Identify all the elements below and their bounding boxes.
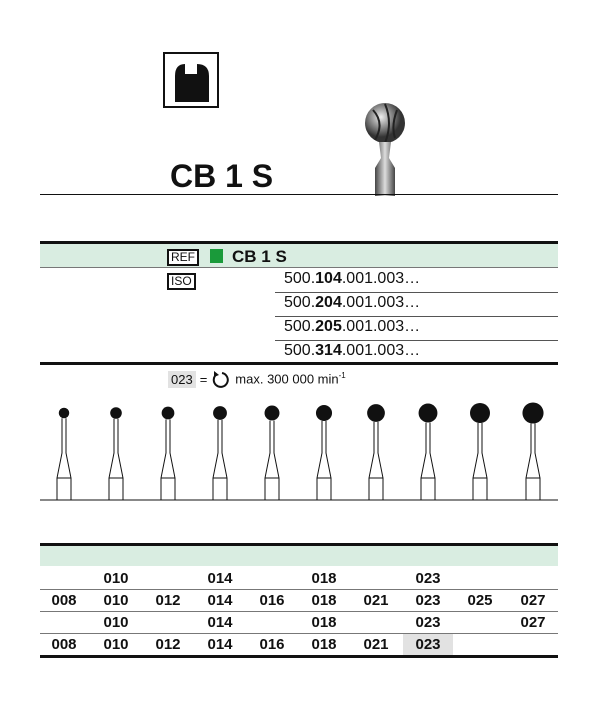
speed-text: max. 300 000 min-1 xyxy=(235,371,346,387)
size-cell xyxy=(39,568,89,590)
divider xyxy=(275,340,558,341)
iso-number: 500.205.001.003… xyxy=(284,318,421,335)
equals: = xyxy=(199,371,208,387)
bur-016 xyxy=(264,405,280,500)
size-cell xyxy=(247,612,297,634)
size-cell xyxy=(351,612,401,634)
size-cell xyxy=(455,612,505,634)
size-cell: 010 xyxy=(103,614,129,631)
iso-number: 500.104.001.003… xyxy=(284,270,421,287)
iso-label: ISO xyxy=(167,273,196,290)
bur-014 xyxy=(212,406,228,500)
iso-number: 500.314.001.003… xyxy=(284,342,421,359)
size-cell: 008 xyxy=(51,592,77,609)
rotation-icon xyxy=(213,371,230,388)
size-cell xyxy=(508,634,558,656)
size-cell: 018 xyxy=(311,570,337,587)
size-cell: 016 xyxy=(259,636,285,653)
divider xyxy=(40,655,558,658)
size-cell: 014 xyxy=(207,592,233,609)
size-cell: 023 xyxy=(415,570,441,587)
bur-025 xyxy=(470,403,490,500)
size-cell: 023 xyxy=(415,592,441,609)
size-cell xyxy=(508,568,558,590)
size-cell: 016 xyxy=(259,592,285,609)
size-cell xyxy=(351,568,401,590)
divider xyxy=(40,611,558,612)
divider xyxy=(40,589,558,590)
product-title: CB 1 S xyxy=(170,158,274,194)
size-cell xyxy=(143,612,193,634)
size-cell: 010 xyxy=(103,636,129,653)
size-cell: 008 xyxy=(51,636,77,653)
ref-band xyxy=(40,244,558,267)
divider xyxy=(40,633,558,634)
size-cell xyxy=(455,568,505,590)
divider xyxy=(275,292,558,293)
ref-label: REF xyxy=(167,249,199,266)
divider xyxy=(40,267,558,268)
bur-010 xyxy=(108,407,124,500)
size-cell: 012 xyxy=(155,636,181,653)
size-cell: 018 xyxy=(311,636,337,653)
size-cell: 021 xyxy=(363,592,389,609)
bur-023 xyxy=(418,403,438,500)
bur-012 xyxy=(160,406,176,500)
size-cell: 010 xyxy=(103,570,129,587)
size-cell xyxy=(143,568,193,590)
bur-shape-icon xyxy=(163,52,219,108)
bur-018 xyxy=(315,404,333,500)
divider xyxy=(40,194,558,195)
size-cell: 014 xyxy=(207,636,233,653)
divider xyxy=(40,362,558,365)
bur-008 xyxy=(56,407,72,500)
size-cell: 018 xyxy=(311,592,337,609)
size-cell: 027 xyxy=(520,592,546,609)
size-cell: 021 xyxy=(363,636,389,653)
bur-021 xyxy=(367,404,385,500)
size-cell: 025 xyxy=(467,592,493,609)
table-header-band xyxy=(40,546,558,566)
divider xyxy=(40,241,558,244)
divider xyxy=(40,543,558,546)
size-cell: 018 xyxy=(311,614,337,631)
bur-size-diagram xyxy=(40,402,558,501)
size-cell: 027 xyxy=(520,614,546,631)
size-cell: 023 xyxy=(403,634,453,656)
size-cell: 014 xyxy=(207,570,233,587)
speed-info: 023 = max. 300 000 min-1 xyxy=(168,370,346,388)
size-cell: 023 xyxy=(415,614,441,631)
iso-number: 500.204.001.003… xyxy=(284,294,421,311)
size-cell xyxy=(455,634,505,656)
divider xyxy=(275,316,558,317)
size-cell: 012 xyxy=(155,592,181,609)
size-cell xyxy=(247,568,297,590)
ref-value: CB 1 S xyxy=(232,247,287,266)
color-code-icon xyxy=(210,249,223,263)
speed-size: 023 xyxy=(168,370,196,388)
size-cell: 010 xyxy=(103,592,129,609)
size-cell: 014 xyxy=(207,614,233,631)
bur-027 xyxy=(522,402,544,500)
size-cell xyxy=(39,612,89,634)
bur-photo-icon xyxy=(355,98,415,201)
